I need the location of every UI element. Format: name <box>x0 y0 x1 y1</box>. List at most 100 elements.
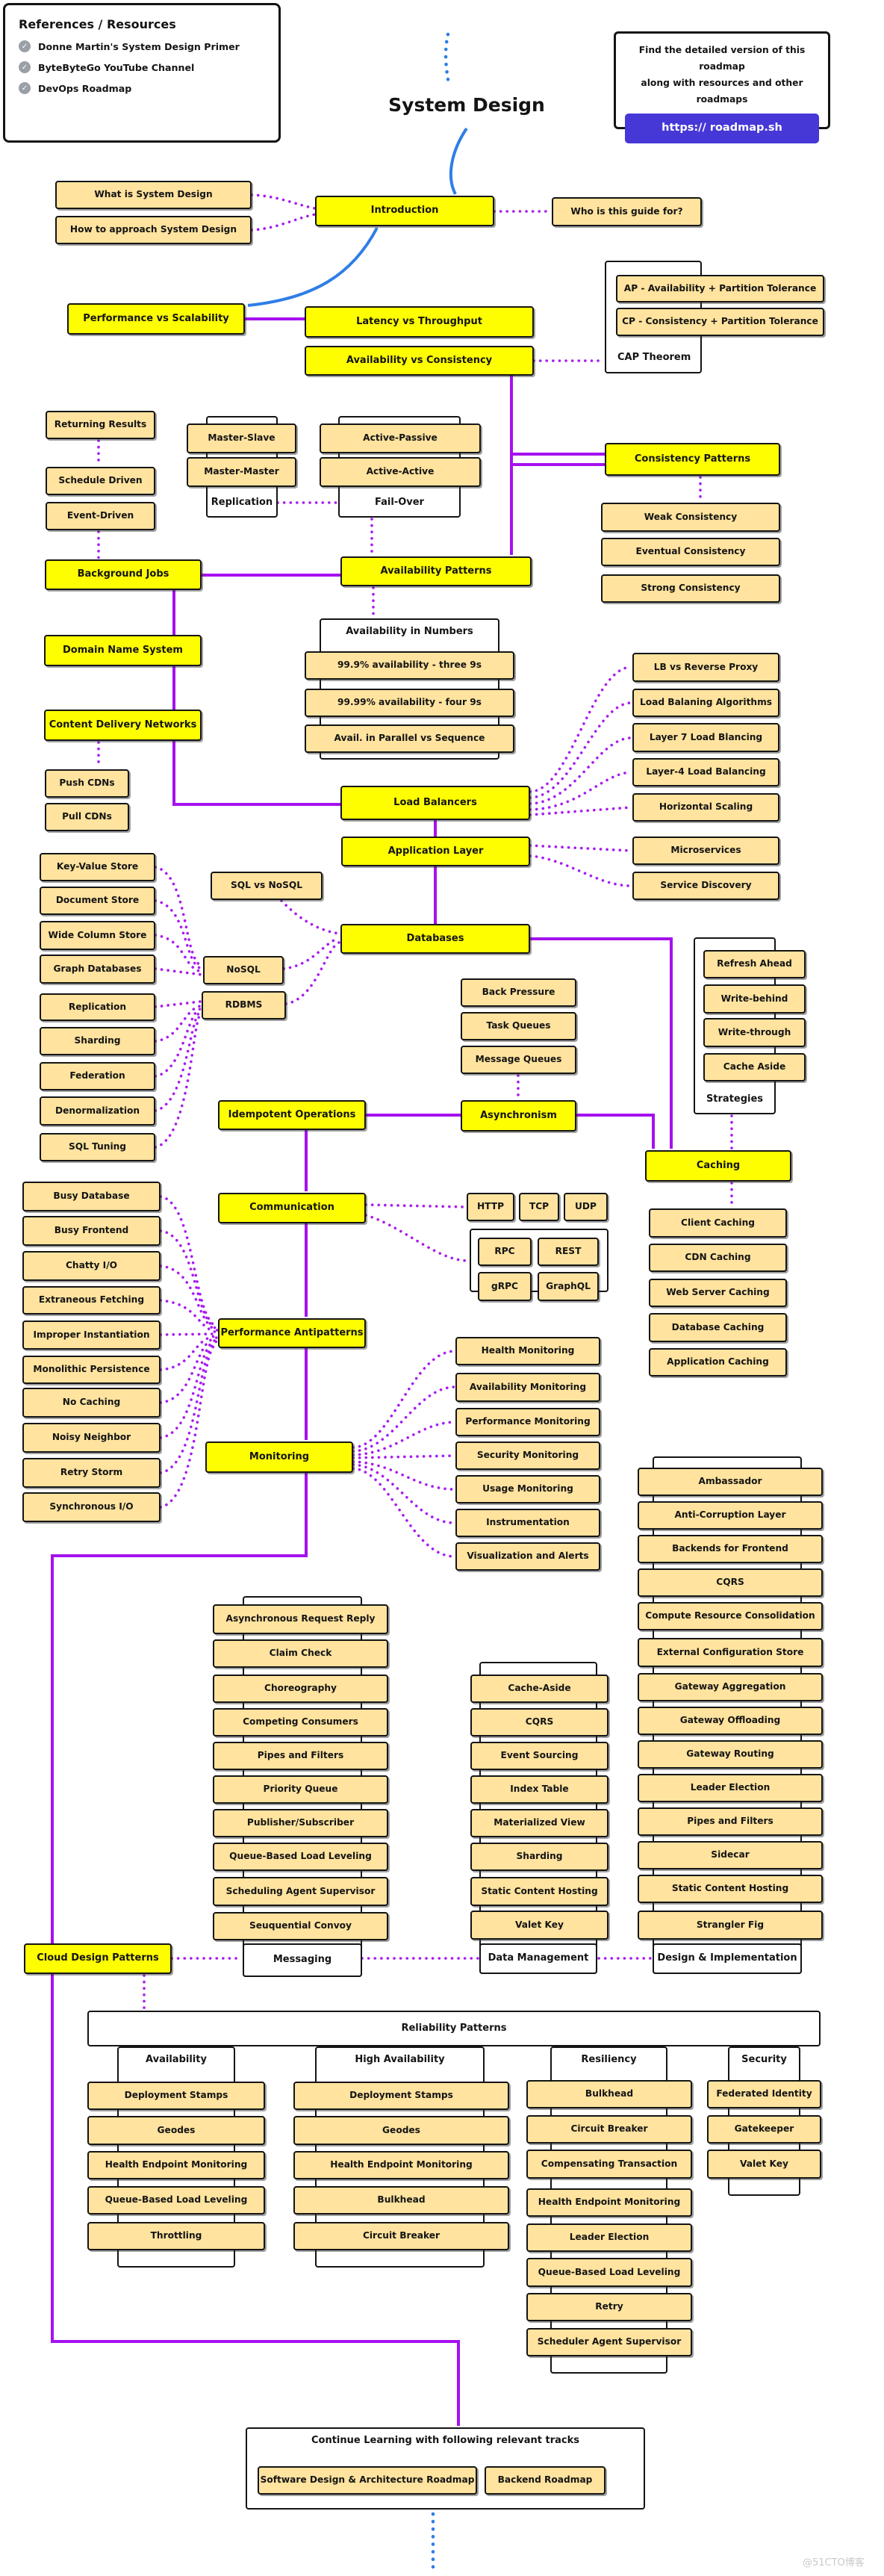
node-layer-4-load-balancing[interactable]: Layer-4 Load Balancing <box>632 758 779 786</box>
node-gateway-offloading[interactable]: Gateway Offloading <box>638 1707 823 1735</box>
node-back-pressure[interactable]: Back Pressure <box>461 978 576 1007</box>
node-availability-patterns[interactable]: Availability Patterns <box>340 556 532 586</box>
node-retry-storm[interactable]: Retry Storm <box>22 1458 161 1488</box>
node-latency-vs-throughput[interactable]: Latency vs Throughput <box>305 306 534 338</box>
node-key-value-store[interactable]: Key-Value Store <box>40 853 155 881</box>
node-graphql[interactable]: GraphQL <box>538 1272 599 1301</box>
node-extraneous-fetching[interactable]: Extraneous Fetching <box>22 1286 161 1315</box>
node-lb-vs-reverse-proxy[interactable]: LB vs Reverse Proxy <box>632 653 779 682</box>
node-health-endpoint-monitoring[interactable]: Health Endpoint Monitoring <box>293 2151 509 2179</box>
node-monolithic-persistence[interactable]: Monolithic Persistence <box>22 1356 161 1384</box>
node-load-balancers[interactable]: Load Balancers <box>340 786 530 820</box>
node-bulkhead[interactable]: Bulkhead <box>526 2080 692 2108</box>
node-static-content-hosting[interactable]: Static Content Hosting <box>638 1875 823 1903</box>
node-master-slave[interactable]: Master-Slave <box>187 423 296 453</box>
node-content-delivery-networks[interactable]: Content Delivery Networks <box>44 710 202 741</box>
node-asynchronous-request-reply[interactable]: Asynchronous Request Reply <box>213 1604 388 1634</box>
node-bulkhead[interactable]: Bulkhead <box>293 2186 509 2215</box>
node-claim-check[interactable]: Claim Check <box>213 1639 388 1668</box>
node-external-configuration-store[interactable]: External Configuration Store <box>638 1638 823 1667</box>
node-write-through[interactable]: Write-through <box>703 1018 806 1047</box>
node-nosql[interactable]: NoSQL <box>203 956 284 984</box>
node-consistency-patterns[interactable]: Consistency Patterns <box>605 443 780 476</box>
node-introduction[interactable]: Introduction <box>315 196 494 226</box>
node-how-to-approach-system-design[interactable]: How to approach System Design <box>55 216 252 244</box>
node-what-is-system-design[interactable]: What is System Design <box>55 181 252 209</box>
node-health-endpoint-monitoring[interactable]: Health Endpoint Monitoring <box>87 2151 265 2179</box>
node-push-cdns[interactable]: Push CDNs <box>45 769 129 798</box>
node-weak-consistency[interactable]: Weak Consistency <box>601 503 780 532</box>
node-write-behind[interactable]: Write-behind <box>703 984 806 1014</box>
node-visualization-and-alerts[interactable]: Visualization and Alerts <box>455 1542 600 1571</box>
reference-item[interactable]: ✓ ByteByteGo YouTube Channel <box>19 61 265 73</box>
node-leader-election[interactable]: Leader Election <box>638 1774 823 1802</box>
node-compute-resource-consolidation[interactable]: Compute Resource Consolidation <box>638 1602 823 1630</box>
node-asynchronism[interactable]: Asynchronism <box>461 1100 576 1132</box>
node-databases[interactable]: Databases <box>340 924 530 954</box>
node-active-active[interactable]: Active-Active <box>320 457 481 487</box>
node-circuit-breaker[interactable]: Circuit Breaker <box>526 2115 692 2144</box>
node-99-9-availability-three-9s[interactable]: 99.9% availability - three 9s <box>305 651 514 680</box>
node-document-store[interactable]: Document Store <box>40 887 155 915</box>
node-background-jobs[interactable]: Background Jobs <box>45 559 202 590</box>
node-publisher-subscriber[interactable]: Publisher/Subscriber <box>213 1809 388 1837</box>
node-rdbms[interactable]: RDBMS <box>202 991 286 1019</box>
node-valet-key[interactable]: Valet Key <box>707 2150 821 2179</box>
node-denormalization[interactable]: Denormalization <box>40 1096 155 1126</box>
node-idempotent-operations[interactable]: Idempotent Operations <box>218 1100 366 1130</box>
node-rest[interactable]: REST <box>538 1238 599 1266</box>
node-choreography[interactable]: Choreography <box>213 1675 388 1703</box>
node-anti-corruption-layer[interactable]: Anti-Corruption Layer <box>638 1501 823 1530</box>
node-cache-aside[interactable]: Cache Aside <box>703 1053 806 1081</box>
node-caching[interactable]: Caching <box>645 1150 791 1182</box>
reference-item[interactable]: ✓ DevOps Roadmap <box>19 82 265 94</box>
node-cp-consistency-partition-tolerance[interactable]: CP - Consistency + Partition Tolerance <box>616 308 824 336</box>
node-web-server-caching[interactable]: Web Server Caching <box>649 1279 787 1307</box>
node-udp[interactable]: UDP <box>564 1193 608 1221</box>
node-leader-election[interactable]: Leader Election <box>526 2223 692 2252</box>
node-http[interactable]: HTTP <box>467 1193 514 1221</box>
node-geodes[interactable]: Geodes <box>293 2116 509 2145</box>
node-active-passive[interactable]: Active-Passive <box>320 423 481 453</box>
node-availability-monitoring[interactable]: Availability Monitoring <box>455 1373 600 1402</box>
node-cqrs[interactable]: CQRS <box>470 1708 608 1737</box>
node-pull-cdns[interactable]: Pull CDNs <box>45 803 129 831</box>
node-pipes-and-filters[interactable]: Pipes and Filters <box>638 1807 823 1836</box>
node-no-caching[interactable]: No Caching <box>22 1388 161 1418</box>
node-health-endpoint-monitoring[interactable]: Health Endpoint Monitoring <box>526 2188 692 2217</box>
node-schedule-driven[interactable]: Schedule Driven <box>46 467 155 495</box>
node-improper-instantiation[interactable]: Improper Instantiation <box>22 1320 161 1350</box>
node-task-queues[interactable]: Task Queues <box>461 1012 576 1040</box>
node-backends-for-frontend[interactable]: Backends for Frontend <box>638 1535 823 1563</box>
node-security-monitoring[interactable]: Security Monitoring <box>455 1441 600 1470</box>
node-instrumentation[interactable]: Instrumentation <box>455 1509 600 1537</box>
node-scheduling-agent-supervisor[interactable]: Scheduling Agent Supervisor <box>213 1877 388 1906</box>
node-materialized-view[interactable]: Materialized View <box>470 1809 608 1837</box>
node-graph-databases[interactable]: Graph Databases <box>40 955 155 984</box>
node-availability-vs-consistency[interactable]: Availability vs Consistency <box>305 346 534 376</box>
node-communication[interactable]: Communication <box>218 1193 366 1223</box>
node-performance-antipatterns[interactable]: Performance Antipatterns <box>218 1318 366 1348</box>
node-scheduler-agent-supervisor[interactable]: Scheduler Agent Supervisor <box>526 2328 692 2356</box>
node-busy-database[interactable]: Busy Database <box>22 1182 161 1211</box>
node-application-layer[interactable]: Application Layer <box>341 837 530 866</box>
node-sql-tuning[interactable]: SQL Tuning <box>40 1133 155 1161</box>
node-wide-column-store[interactable]: Wide Column Store <box>40 921 155 950</box>
node-gateway-routing[interactable]: Gateway Routing <box>638 1740 823 1769</box>
node-strong-consistency[interactable]: Strong Consistency <box>601 574 780 603</box>
node-database-caching[interactable]: Database Caching <box>649 1313 787 1342</box>
node-seuquential-convoy[interactable]: Seuquential Convoy <box>213 1912 388 1940</box>
node-event-driven[interactable]: Event-Driven <box>46 502 155 530</box>
node-chatty-i-o[interactable]: Chatty I/O <box>22 1251 161 1281</box>
node-software-design-architecture-roadmap[interactable]: Software Design & Architecture Roadmap <box>258 2466 477 2495</box>
node-refresh-ahead[interactable]: Refresh Ahead <box>703 950 806 978</box>
node-ap-availability-partition-tolerance[interactable]: AP - Availability + Partition Tolerance <box>616 275 824 302</box>
node-queue-based-load-leveling[interactable]: Queue-Based Load Leveling <box>526 2258 692 2287</box>
node-rpc[interactable]: RPC <box>478 1238 532 1266</box>
node-federated-identity[interactable]: Federated Identity <box>707 2080 821 2108</box>
node-competing-consumers[interactable]: Competing Consumers <box>213 1708 388 1737</box>
node-sql-vs-nosql[interactable]: SQL vs NoSQL <box>211 872 323 900</box>
node-replication[interactable]: Replication <box>40 993 155 1021</box>
node-99-99-availability-four-9s[interactable]: 99.99% availability - four 9s <box>305 689 514 717</box>
node-geodes[interactable]: Geodes <box>87 2116 265 2145</box>
